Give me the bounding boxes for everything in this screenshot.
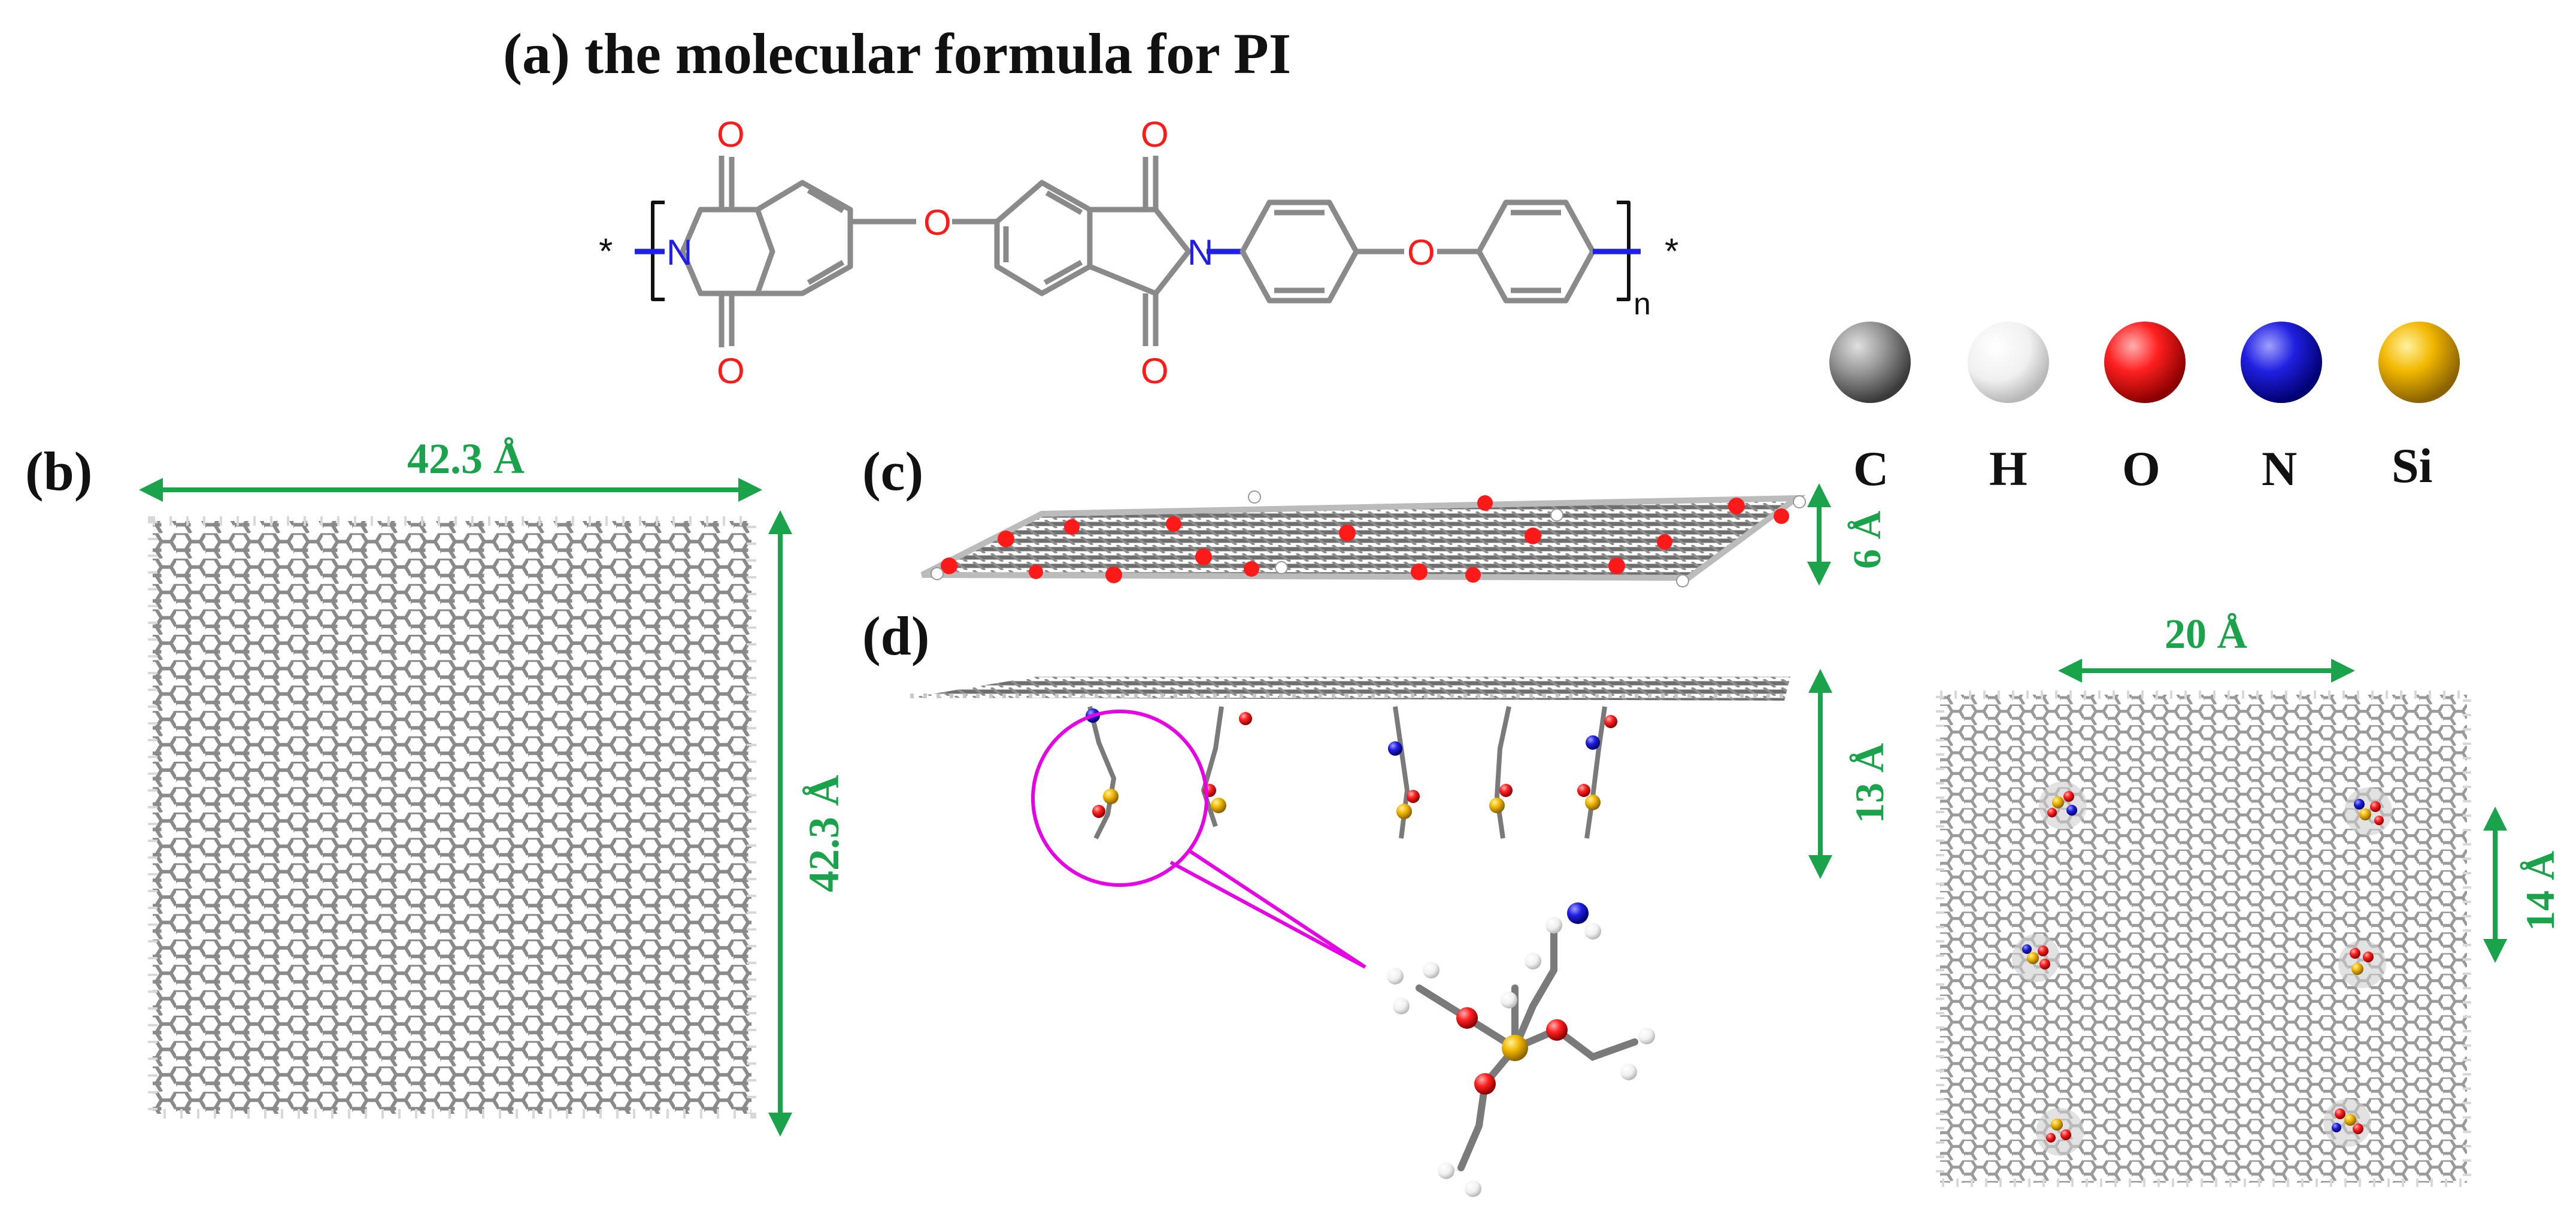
legend-o-sphere xyxy=(2104,322,2186,403)
atom-n-left: N xyxy=(666,232,692,272)
legend-c-sphere xyxy=(1829,322,1911,403)
repeat-subscript: n xyxy=(1634,287,1651,322)
aptes-clusters-top xyxy=(2012,781,2392,1156)
aptes-atoms-side xyxy=(1086,708,1617,819)
atom-o-ether-1: O xyxy=(923,202,951,243)
legend-o-label: O xyxy=(2122,441,2160,496)
c-thickness-label: 6 Å xyxy=(1845,511,1889,569)
callout-pointer xyxy=(1169,849,1366,969)
panel-b-label: (b) xyxy=(25,441,92,502)
star-right: * xyxy=(1665,231,1678,271)
atom-o-bottom-right: O xyxy=(1141,351,1169,391)
functionalized-graphene-top-view xyxy=(1936,690,2471,1187)
legend-c-label: C xyxy=(1853,441,1889,496)
d-height-label: 13 Å xyxy=(1847,743,1892,823)
d-spacing-y-label: 14 Å xyxy=(2517,851,2563,931)
formula-atoms: O O N O O O N O * * n xyxy=(599,114,1678,391)
d-spacing-x-label: 20 Å xyxy=(2165,611,2248,658)
atom-o-ether-2: O xyxy=(1407,232,1435,272)
pi-structural-formula xyxy=(635,156,1641,347)
legend-n-sphere xyxy=(2241,322,2322,403)
functionalized-graphene-side-view xyxy=(910,677,1790,701)
aptes-zoom-molecule xyxy=(1387,902,1655,1197)
atom-o-bottom-left: O xyxy=(717,351,745,391)
panel-d-label: (d) xyxy=(862,605,929,666)
legend-si-label: Si xyxy=(2392,438,2432,493)
atom-n-right: N xyxy=(1187,232,1213,272)
legend-h-sphere xyxy=(1968,322,2049,403)
b-width-label: 42.3 Å xyxy=(407,435,525,483)
atom-o-top-right: O xyxy=(1141,114,1169,154)
legend-h-label: H xyxy=(1989,441,2028,496)
aptes-molecules-side xyxy=(1087,706,1607,840)
atom-o-top-left: O xyxy=(717,114,745,154)
legend-n-label: N xyxy=(2262,441,2297,496)
legend-si-sphere xyxy=(2378,322,2460,403)
graphene-oxide-side-view xyxy=(920,490,1806,587)
atom-legend: C H O N Si xyxy=(1829,322,2460,496)
panel-c-label: (c) xyxy=(862,441,923,502)
figure-title: (a) the molecular formula for PI xyxy=(503,22,1291,86)
callout-circle xyxy=(1031,710,1208,887)
b-height-label: 42.3 Å xyxy=(800,775,848,892)
star-left: * xyxy=(599,231,613,271)
graphene-sheet-top-view xyxy=(148,516,756,1119)
callout-magnifier xyxy=(1031,710,1366,969)
